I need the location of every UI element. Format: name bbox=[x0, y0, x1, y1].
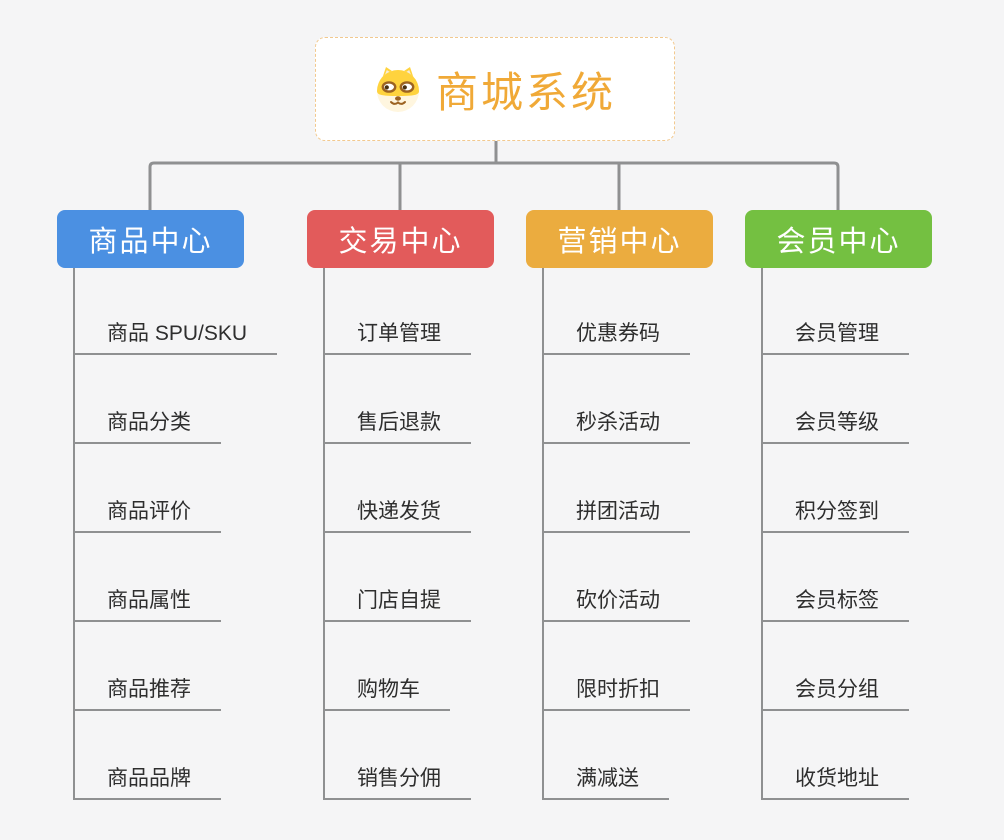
leaf-topic[interactable]: 满减送 bbox=[542, 766, 669, 800]
leaf-topic[interactable]: 购物车 bbox=[323, 677, 450, 711]
branch-node-marketing-center[interactable]: 营销中心 bbox=[526, 210, 713, 268]
leaf-topic[interactable]: 销售分佣 bbox=[323, 766, 471, 800]
leaf-topic[interactable]: 商品推荐 bbox=[73, 677, 221, 711]
leaf-topic[interactable]: 商品 SPU/SKU bbox=[73, 321, 278, 355]
leaf-topic[interactable]: 会员等级 bbox=[761, 410, 909, 444]
shiba-dog-icon bbox=[376, 67, 419, 112]
trunk-line bbox=[323, 268, 325, 798]
leaf-topic[interactable]: 快递发货 bbox=[323, 499, 471, 533]
leaf-topic[interactable]: 限时折扣 bbox=[542, 677, 690, 711]
leaf-topic[interactable]: 商品分类 bbox=[73, 410, 221, 444]
leaf-topic[interactable]: 订单管理 bbox=[323, 321, 471, 355]
branch-label: 营销中心 bbox=[557, 226, 682, 258]
branch-node-product-center[interactable]: 商品中心 bbox=[57, 210, 244, 268]
leaf-topic[interactable]: 会员分组 bbox=[761, 677, 909, 711]
branch-label: 会员中心 bbox=[776, 226, 901, 258]
leaf-topic[interactable]: 会员标签 bbox=[761, 588, 909, 622]
leaf-topic[interactable]: 优惠券码 bbox=[542, 321, 690, 355]
leaf-topic[interactable]: 售后退款 bbox=[323, 410, 471, 444]
leaf-topic[interactable]: 商品属性 bbox=[73, 588, 221, 622]
leaf-topic[interactable]: 秒杀活动 bbox=[542, 410, 690, 444]
branch-node-trade-center[interactable]: 交易中心 bbox=[307, 210, 494, 268]
trunk-line bbox=[761, 268, 763, 798]
branch-label: 商品中心 bbox=[88, 226, 213, 258]
branch-node-member-center[interactable]: 会员中心 bbox=[745, 210, 932, 268]
trunk-line bbox=[542, 268, 544, 798]
bus-line bbox=[148, 161, 840, 210]
root-topic[interactable]: 商城系统 bbox=[315, 37, 675, 141]
leaf-topic[interactable]: 商品品牌 bbox=[73, 766, 221, 800]
leaf-topic[interactable]: 会员管理 bbox=[761, 321, 909, 355]
leaf-topic[interactable]: 砍价活动 bbox=[542, 588, 690, 622]
leaf-topic[interactable]: 门店自提 bbox=[323, 588, 471, 622]
trunk-line bbox=[73, 268, 75, 798]
leaf-topic[interactable]: 商品评价 bbox=[73, 499, 221, 533]
leaf-topic[interactable]: 拼团活动 bbox=[542, 499, 690, 533]
branch-label: 交易中心 bbox=[338, 226, 463, 258]
root-topic-label: 商城系统 bbox=[435, 68, 616, 116]
leaf-topic[interactable]: 收货地址 bbox=[761, 766, 909, 800]
leaf-topic[interactable]: 积分签到 bbox=[761, 499, 909, 533]
